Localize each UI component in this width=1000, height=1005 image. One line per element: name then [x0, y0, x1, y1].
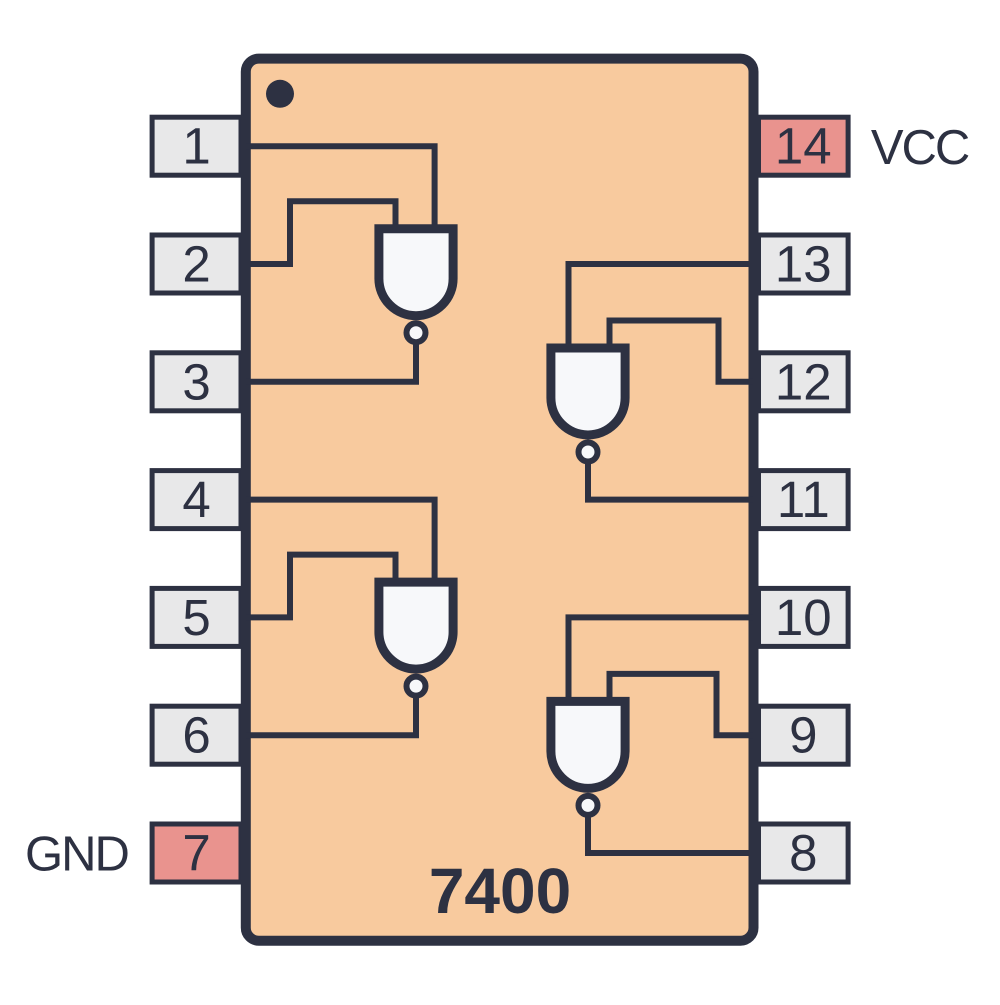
svg-text:13: 13	[775, 236, 832, 293]
svg-text:9: 9	[789, 707, 817, 764]
svg-text:2: 2	[182, 236, 210, 293]
svg-text:VCC: VCC	[871, 121, 969, 175]
svg-text:6: 6	[182, 707, 210, 764]
svg-text:4: 4	[182, 471, 210, 528]
svg-text:11: 11	[777, 471, 830, 528]
svg-text:3: 3	[182, 353, 210, 410]
svg-text:7400: 7400	[429, 855, 571, 927]
svg-text:7: 7	[182, 825, 210, 882]
svg-text:5: 5	[182, 589, 210, 646]
svg-text:14: 14	[775, 118, 832, 175]
svg-text:8: 8	[789, 825, 817, 882]
svg-text:GND: GND	[25, 828, 129, 882]
svg-text:12: 12	[775, 353, 832, 410]
svg-text:1: 1	[182, 118, 210, 175]
svg-text:10: 10	[775, 589, 832, 646]
